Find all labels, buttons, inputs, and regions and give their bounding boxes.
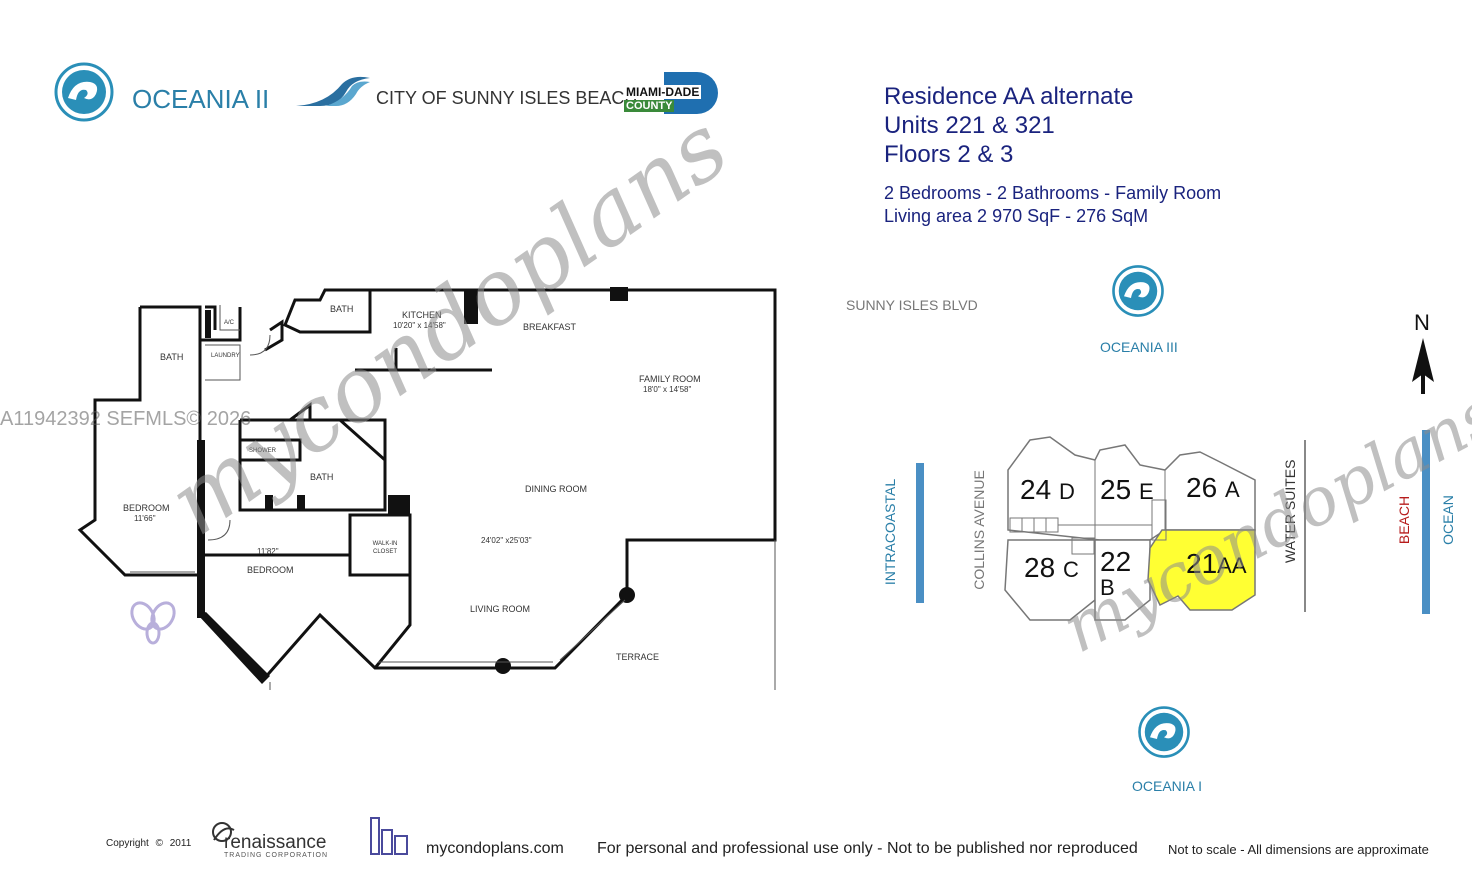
label-family-room: FAMILY ROOM (639, 374, 701, 384)
city-logo-text: CITY OF SUNNY ISLES BEACH (376, 88, 638, 108)
mls-watermark: A11942392 SEFMLS© 2026 (0, 408, 252, 430)
renaissance-mark-icon (212, 822, 235, 842)
unit-28c-letter: C (1062, 557, 1079, 582)
copyright-icon: © (155, 838, 163, 849)
collins-avenue-label: COLLINS AVENUE (971, 470, 987, 590)
water-suites-line (1304, 440, 1306, 612)
label-bedroom-left: BEDROOM (123, 503, 170, 513)
oceania-iii-logo-icon (1112, 265, 1164, 317)
footer-scale: Not to scale - All dimensions are approx… (1168, 842, 1429, 857)
living-area: Living area 2 970 SqF - 276 SqM (884, 206, 1149, 226)
renaissance-logo: renaissance TRADING CORPORATION (210, 818, 340, 862)
renaissance-subtext: TRADING CORPORATION (224, 852, 329, 859)
unit-24d-letter: D (1058, 479, 1075, 504)
unit-28c-number: 28 (1024, 552, 1056, 583)
unit-22b-letter: B (1100, 575, 1115, 600)
label-living-room: LIVING ROOM (470, 604, 531, 614)
floor-plan (77, 287, 777, 690)
label-kitchen-dim: 10'20" x 14'58" (393, 321, 446, 330)
unit-26a[interactable]: 26 A (1186, 472, 1240, 504)
north-label: N (1414, 310, 1430, 335)
county-logo-top: MIAMI-DADE (624, 85, 702, 99)
mycondoplans-logo-icon (370, 817, 408, 855)
label-dining-room: DINING ROOM (525, 484, 587, 494)
city-wave-logo (296, 76, 370, 106)
floors-title: Floors 2 & 3 (884, 141, 1014, 168)
oceania-i-label: OCEANIA I (1132, 778, 1203, 794)
unit-22b-number: 22 (1100, 546, 1132, 577)
north-arrow-icon (1412, 338, 1434, 394)
footer-usage: For personal and professional use only -… (597, 840, 1138, 857)
label-ac: A/C (224, 320, 235, 326)
unit-25e[interactable]: 25 E (1100, 474, 1154, 506)
label-living-dim: 24'02" x25'03" (481, 536, 532, 545)
renaissance-text: renaissance (224, 832, 327, 853)
label-shower: SHOWER (249, 448, 276, 454)
unit-28c[interactable]: 28 C (1024, 552, 1079, 584)
oceania-logo-text: OCEANIA II (132, 84, 270, 114)
unit-24d[interactable]: 24 D (1020, 474, 1075, 506)
residence-title: Residence AA alternate (884, 83, 1134, 110)
label-terrace: TERRACE (616, 652, 660, 662)
intracoastal-bar (916, 463, 924, 603)
label-walkin-closet: WALK-IN CLOSET (372, 541, 398, 555)
label-kitchen: KITCHEN (402, 310, 442, 320)
county-logo: MIAMI-DADE COUNTY (624, 72, 718, 114)
label-bath-mid: BATH (310, 472, 334, 482)
label-family-dim: 18'0" x 14'58" (643, 385, 692, 394)
unit-21aa[interactable]: 21AA (1186, 548, 1247, 580)
oceania-i-logo-icon (1138, 706, 1190, 758)
label-bedroom-left-dim: 11'66" (134, 514, 156, 523)
label-laundry: LAUNDRY (211, 353, 240, 359)
unit-25e-letter: E (1138, 479, 1154, 504)
unit-21aa-number: 21 (1186, 548, 1218, 579)
oceania-wave-logo (54, 62, 114, 122)
county-logo-bottom: COUNTY (624, 100, 675, 112)
rooms-summary: 2 Bedrooms - 2 Bathrooms - Family Room (884, 183, 1222, 203)
units-title: Units 221 & 321 (884, 112, 1055, 139)
label-breakfast: BREAKFAST (523, 322, 577, 332)
label-bedroom-center: BEDROOM (247, 565, 294, 575)
unit-25e-number: 25 (1100, 474, 1132, 505)
ocean-label: OCEAN (1440, 495, 1456, 545)
unit-24d-number: 24 (1020, 474, 1052, 505)
brand-watermark-flower-icon (130, 601, 176, 645)
oceania-iii-label: OCEANIA III (1100, 339, 1178, 355)
footer-copyright: Copyright © 2011 (106, 838, 191, 849)
unit-26a-letter: A (1224, 477, 1240, 502)
unit-26a-number: 26 (1186, 472, 1218, 503)
footer-site[interactable]: mycondoplans.com (426, 840, 564, 857)
sunny-isles-blvd-label: SUNNY ISLES BLVD (846, 297, 978, 313)
unit-21aa-letter: AA (1217, 553, 1247, 578)
intracoastal-label: INTRACOASTAL (882, 478, 898, 586)
ocean-bar (1422, 430, 1430, 614)
building-footprint (1004, 436, 1256, 621)
footer-copyright-year: 2011 (169, 838, 192, 849)
label-bath-left: BATH (160, 352, 184, 362)
label-bath-top: BATH (330, 304, 354, 314)
unit-21aa-highlight (1147, 529, 1256, 611)
label-bedroom-dim: 11'82" (257, 547, 279, 556)
footer-copyright-label: Copyright (106, 838, 149, 849)
